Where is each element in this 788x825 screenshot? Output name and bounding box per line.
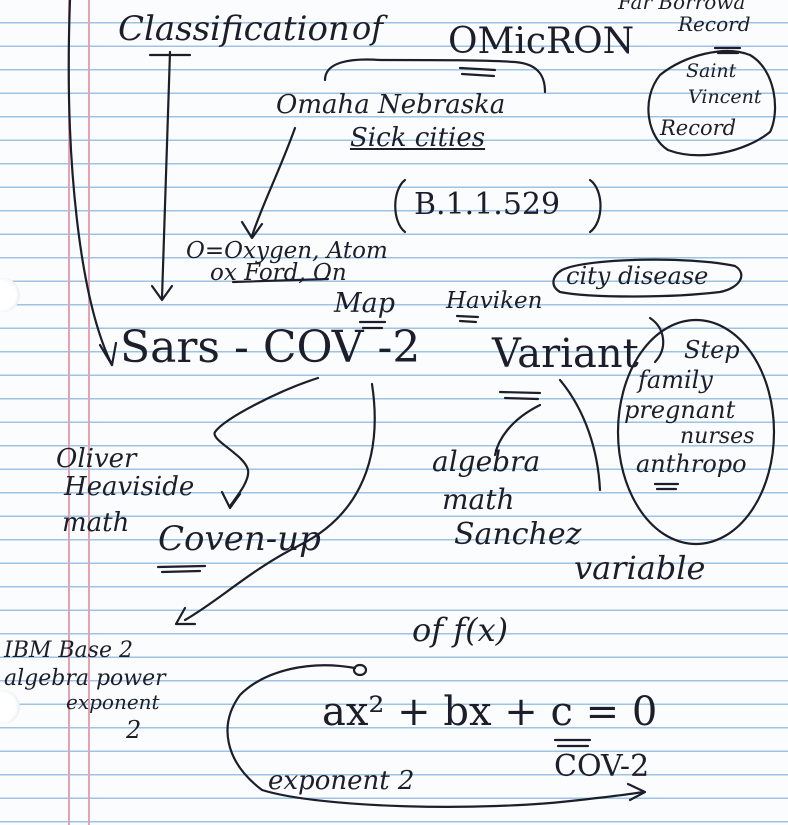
source-line2: Sick cities [350,123,486,153]
record-underline [713,46,742,55]
sars-cov-2: Sars - COV -2 [120,322,421,373]
bottom-loop-arrowhead [626,782,647,802]
anthropo-underline [653,482,680,491]
exponent-note: exponent 2 [268,766,415,796]
cover-up: Coven-up [158,519,321,559]
lineage: B.1.1.529 [414,187,561,222]
oxygen-note-line2: ox Ford, On [210,260,347,286]
heaviside-line2: Heaviside [64,472,195,502]
oxygen-note-line3: Map [334,288,396,319]
source-line1: Omaha Nebraska [276,90,506,120]
title-arrow [160,50,172,300]
heaviside-line1: Oliver [56,444,137,474]
algebra-line3: Sanchez [454,517,582,552]
omaha-arrowhead [240,220,264,240]
sars-to-ibm-arrow [183,382,376,622]
record-note-line2: Vincent [688,86,762,108]
heaviside-line3: math [62,508,130,538]
cov-2: COV-2 [554,749,650,784]
binder-hole [0,690,20,724]
left-arrowhead [98,341,118,367]
title-of: of [352,9,384,47]
algebra-line2: math [442,483,515,516]
variable: variable [574,549,706,587]
oxygen-note-line1: O=Oxygen, Atom [186,238,388,264]
omaha-bracket [323,58,547,94]
record-note-line3: Record [660,116,737,140]
title-arrowhead [150,284,174,302]
loop-start-dot [352,663,368,677]
coverup-arrowhead [220,490,242,510]
equation-underline [553,738,592,748]
family-note-line1: Step [684,336,740,364]
title-classification: Classification [118,9,350,49]
haviken-label: Haviken [446,288,543,314]
function: of f(x) [412,611,509,649]
omicron-underline [458,66,497,78]
ibm-arrowhead [174,606,197,626]
ibm-line3: exponent [66,690,160,714]
binder-hole [0,278,20,312]
ibm-line4: 2 [126,716,142,744]
left-arrow-line [67,0,114,367]
algebra-line1: algebra [432,445,541,478]
lineage-paren-right [588,178,602,234]
omaha-arrow [250,126,297,238]
city-disease: city disease [566,262,709,290]
record-note-line1: Saint [686,60,737,82]
ibm-line2: algebra power [4,666,166,691]
coverup-underline [156,564,207,574]
margin-line-right [88,0,90,825]
ibm-line1: IBM Base 2 [4,638,133,663]
lineage-paren-left [394,178,407,234]
corner-note-line1: Far Borrowa [618,0,746,14]
family-note-line5: anthropo [636,450,747,478]
sars-to-coverup-arrow [213,376,320,508]
margin-line-left [68,0,70,825]
variant: Variant [492,331,639,377]
haviken-underline [455,314,480,324]
corner-note-line2: Record [678,12,751,36]
family-note-line2: family [638,366,713,394]
quadratic-equation: ax² + bx + c = 0 [322,689,658,735]
title-omicron: OMicRON [448,21,635,62]
variant-paren [648,316,665,364]
family-note-line3: pregnant [624,396,736,424]
variant-underline [498,390,542,401]
variant-to-variable [558,378,602,492]
family-note-line4: nurses [680,424,755,449]
